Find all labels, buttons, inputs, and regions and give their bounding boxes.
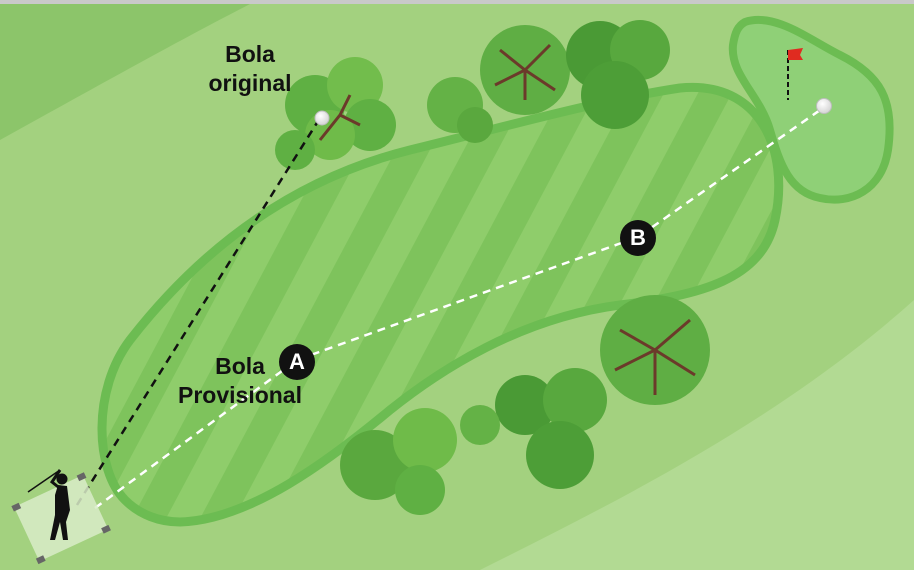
marker-b: B bbox=[620, 220, 656, 256]
ball-icon bbox=[315, 111, 329, 125]
original-ball-label: Bola original bbox=[190, 40, 310, 98]
top-border bbox=[0, 0, 914, 4]
tree-icon bbox=[480, 25, 570, 115]
original-ball-label-line2: original bbox=[190, 69, 310, 98]
ball-icon bbox=[817, 99, 832, 114]
tree-icon bbox=[600, 295, 710, 405]
marker-a: A bbox=[279, 344, 315, 380]
original-ball-label-line1: Bola bbox=[190, 40, 310, 69]
provisional-ball-label-line2: Provisional bbox=[160, 381, 320, 410]
